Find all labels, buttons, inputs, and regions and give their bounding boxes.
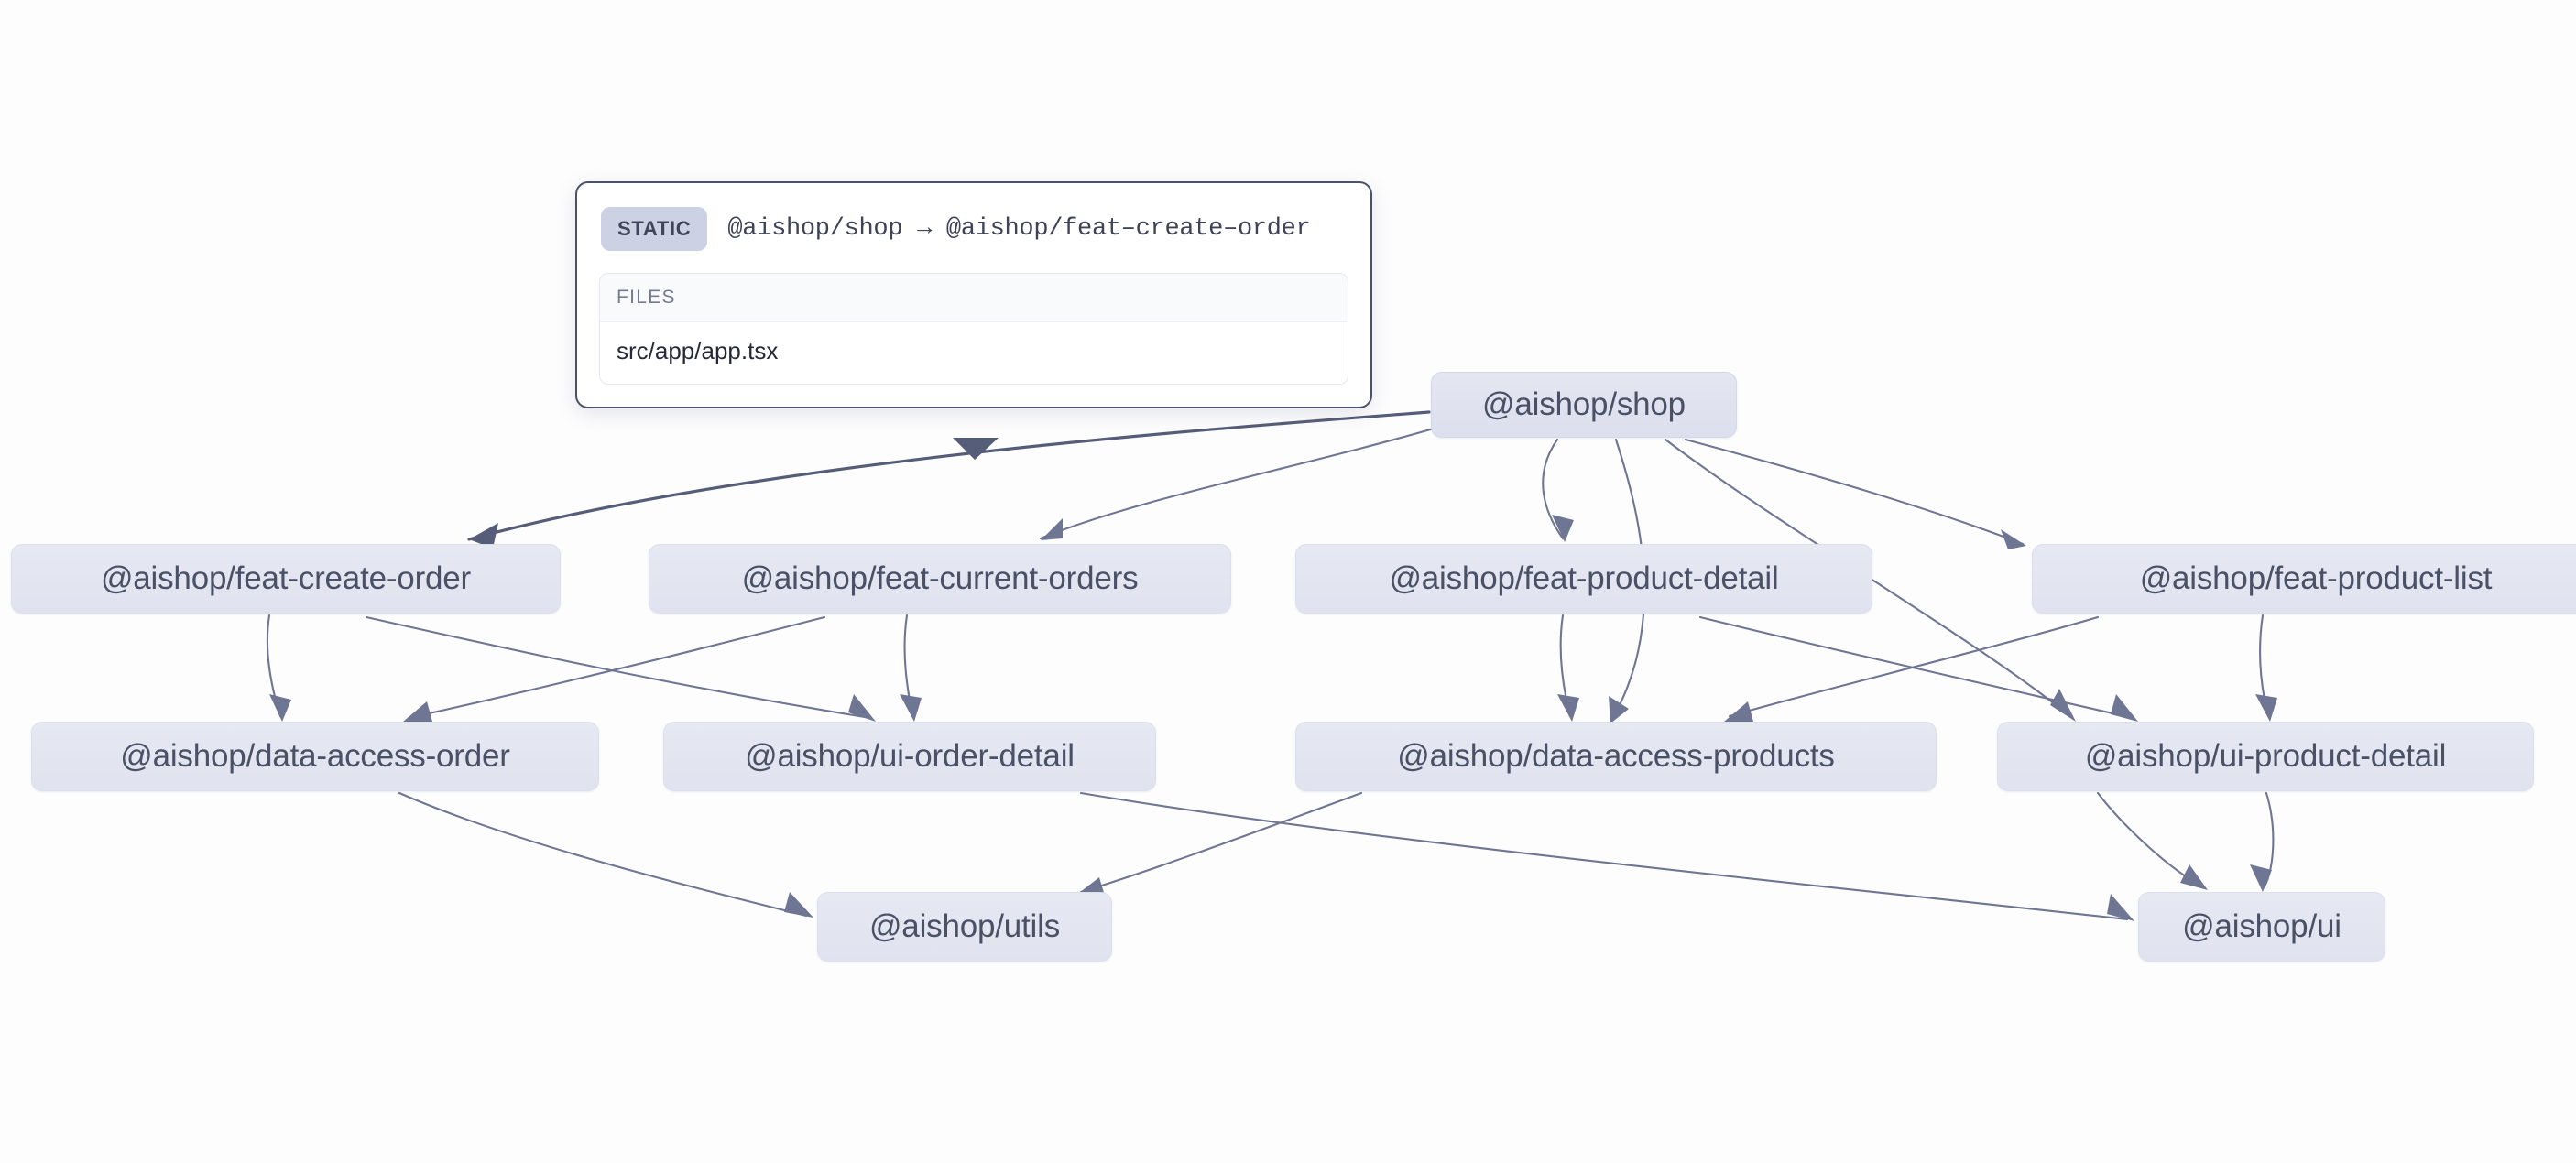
graph-node-ui-product-detail[interactable]: @aishop/ui-product-detail [1997,722,2534,791]
graph-node-ui-order-detail[interactable]: @aishop/ui-order-detail [663,722,1156,791]
graph-node-feat-create-order[interactable]: @aishop/feat-create-order [11,544,561,614]
graph-node-feat-product-detail[interactable]: @aishop/feat-product-detail [1295,544,1872,614]
edge-arrowhead [900,694,922,722]
graph-edge-feat-create-order-to-data-access-order[interactable] [266,614,291,722]
graph-node-shop[interactable]: @aishop/shop [1431,372,1737,438]
edge-arrowhead [2001,529,2026,549]
graph-node-data-access-order[interactable]: @aishop/data-access-order [31,722,599,791]
graph-edge-feat-product-list-to-data-access-products[interactable] [1724,615,2100,722]
edge-arrowhead [848,694,876,722]
edge-arrowhead [2050,689,2076,722]
edge-arrowhead [2111,694,2138,722]
edge-detail-title: @aishop/shop → @aishop/feat–create–order [727,215,1311,243]
graph-edge-feat-current-orders-to-data-access-order[interactable] [403,615,826,722]
graph-node-utils[interactable]: @aishop/utils [817,892,1112,962]
graph-edge-ui-order-detail-to-ui[interactable] [1079,791,2134,921]
graph-edge-feat-product-detail-to-data-access-products[interactable] [1557,614,1579,722]
graph-edge-feat-current-orders-to-ui-order-detail[interactable] [900,614,922,722]
files-panel: FILES src/app/app.tsx [599,273,1348,385]
files-panel-header: FILES [600,274,1348,322]
edge-arrowhead [1609,696,1629,723]
graph-edge-ui-product-detail-to-ui[interactable] [2096,791,2208,890]
graph-node-feat-current-orders[interactable]: @aishop/feat-current-orders [649,544,1231,614]
edge-arrowhead [403,701,432,722]
edge-arrowhead [2107,894,2134,921]
graph-edge-shop-to-feat-product-list[interactable] [1684,438,2026,549]
graph-edge-shop-to-feat-current-orders[interactable] [1039,425,1442,540]
file-row[interactable]: src/app/app.tsx [600,322,1348,384]
edge-arrowhead-highlighted [953,438,999,460]
graph-edge-feat-product-detail-to-ui-product-detail[interactable] [1698,615,2138,722]
graph-edge-shop-to-feat-product-detail[interactable] [1542,438,1574,542]
edge-arrowhead [2250,864,2272,892]
edge-arrowhead [1041,518,1063,540]
graph-node-ui[interactable]: @aishop/ui [2138,892,2385,962]
graph-edge-data-access-products-to-utils[interactable] [1075,791,1363,896]
edge-arrowhead [1557,694,1579,722]
edge-detail-card[interactable]: STATIC @aishop/shop → @aishop/feat–creat… [575,181,1372,408]
edge-arrowhead [269,694,291,722]
edge-type-badge: STATIC [601,207,708,251]
graph-node-feat-product-list[interactable]: @aishop/feat-product-list [2032,544,2576,614]
graph-node-data-access-products[interactable]: @aishop/data-access-products [1295,722,1937,791]
graph-edge-shop-to-feat-create-order[interactable] [467,410,1431,549]
edge-arrowhead [1552,515,1574,542]
graph-edge-data-access-order-to-utils[interactable] [398,791,813,918]
edge-arrowhead [2255,694,2277,722]
edge-arrowhead [784,892,813,918]
graph-edge-ui-product-detail-to-ui[interactable] [2250,791,2275,892]
edge-arrowhead [1724,701,1753,722]
edge-arrowhead [2180,864,2208,890]
files-rows: src/app/app.tsx [600,322,1348,384]
graph-edge-feat-create-order-to-ui-order-detail[interactable] [365,615,876,722]
graph-edge-feat-product-list-to-ui-product-detail[interactable] [2255,614,2277,722]
edge-detail-header: STATIC @aishop/shop → @aishop/feat–creat… [599,203,1348,256]
